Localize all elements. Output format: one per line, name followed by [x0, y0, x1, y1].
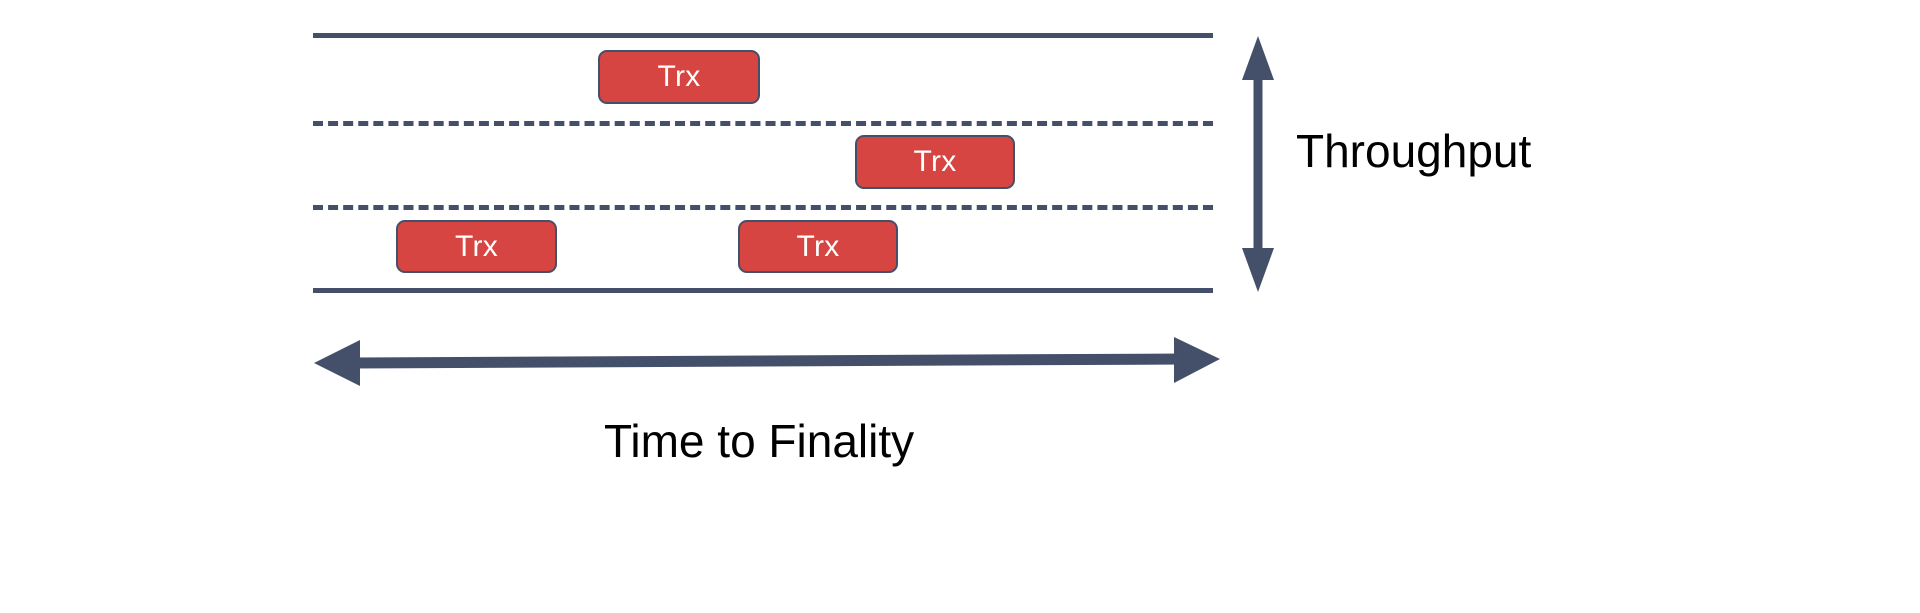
- time-to-finality-double-arrow-icon: [314, 337, 1220, 386]
- time-to-finality-axis-label: Time to Finality: [604, 415, 915, 467]
- transaction-label: Trx: [796, 229, 840, 263]
- transaction-block[interactable]: Trx: [738, 220, 898, 273]
- lane-boundary-mid-upper: [313, 121, 1213, 126]
- transaction-label: Trx: [657, 60, 701, 93]
- transaction-label: Trx: [454, 229, 499, 263]
- transaction-label: Trx: [913, 145, 957, 178]
- lane-boundary-bottom: [313, 288, 1213, 293]
- transaction-block[interactable]: Trx: [855, 135, 1015, 189]
- lane-boundary-mid-lower: [313, 205, 1213, 210]
- throughput-axis-label: Throughput: [1296, 125, 1532, 177]
- transaction-block[interactable]: Trx: [598, 50, 760, 104]
- transaction-block[interactable]: Trx: [396, 220, 557, 273]
- throughput-double-arrow-icon: [1242, 36, 1274, 292]
- lane-boundary-top: [313, 33, 1213, 38]
